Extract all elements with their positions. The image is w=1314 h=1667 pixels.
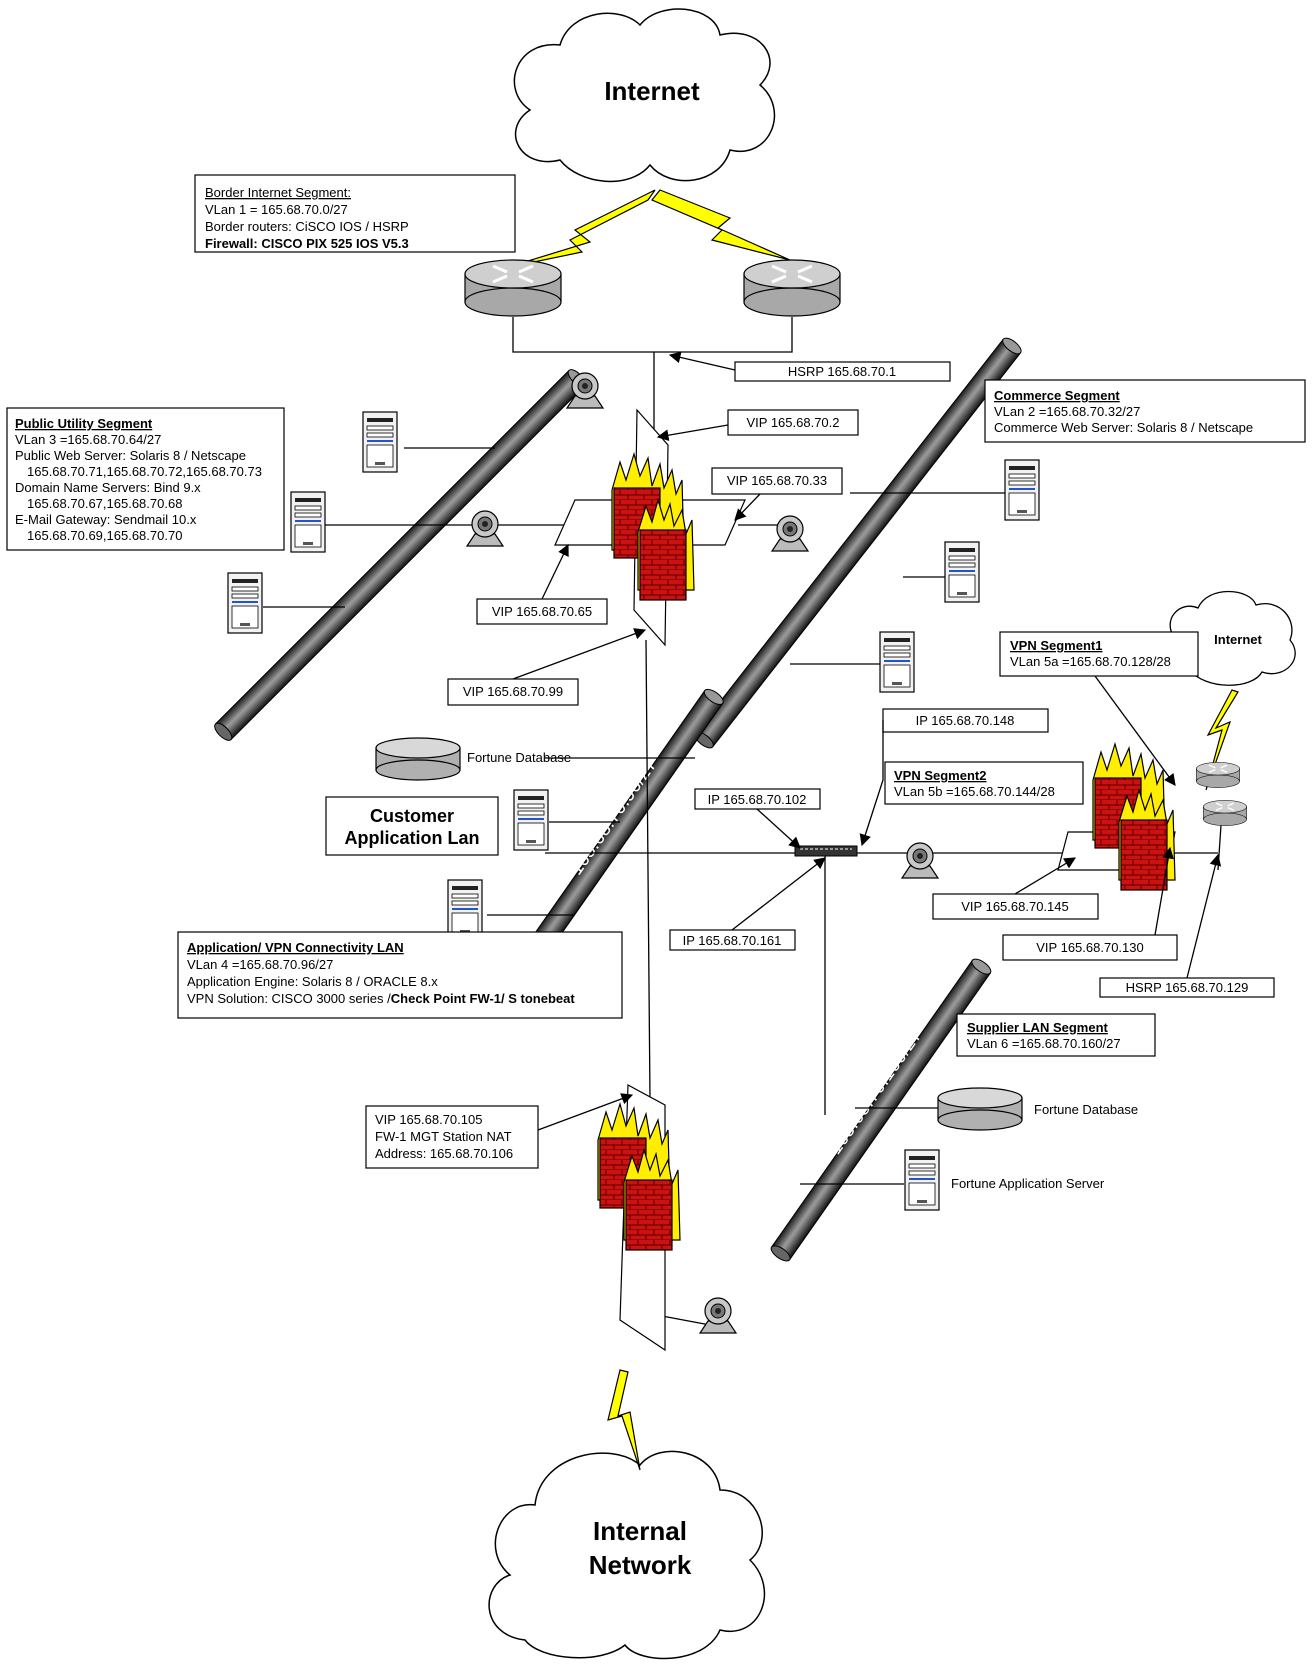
- customer-application-lan-box: Customer Application Lan: [325, 796, 499, 856]
- server-icon-customer: [513, 789, 549, 851]
- database-icon-1: [375, 737, 461, 781]
- server-icon-fortune-app: [904, 1149, 940, 1211]
- camera-icon-5: [699, 1297, 737, 1334]
- database-icon-2: [937, 1087, 1023, 1131]
- svg-text:VIP 165.68.70.105: VIP 165.68.70.105: [375, 1112, 482, 1127]
- svg-text:165.68.70.71,165.68.70.72,165.: 165.68.70.71,165.68.70.72,165.68.70.73: [27, 464, 262, 479]
- svg-text:VIP 165.68.70.2: VIP 165.68.70.2: [746, 415, 839, 430]
- label-ip-148: IP 165.68.70.148: [859, 708, 1049, 847]
- svg-text:VLan 5b =165.68.70.144/28: VLan 5b =165.68.70.144/28: [894, 784, 1055, 799]
- fortune-database-label-1: Fortune Database: [467, 750, 571, 765]
- label-vip-33: VIP 165.68.70.33: [711, 467, 843, 521]
- svg-text:Commerce Web Server: Solaris 8: Commerce Web Server: Solaris 8 / Netscap…: [994, 420, 1253, 435]
- svg-text:FW-1 MGT Station NAT: FW-1 MGT Station NAT: [375, 1129, 512, 1144]
- internet-cloud-label: Internet: [604, 76, 700, 106]
- svg-text:VPN Segment2: VPN Segment2: [894, 768, 986, 783]
- svg-text:VLan 5a =165.68.70.128/28: VLan 5a =165.68.70.128/28: [1010, 654, 1171, 669]
- svg-text:VIP 165.68.70.65: VIP 165.68.70.65: [492, 604, 592, 619]
- server-icon-public-2: [290, 491, 326, 553]
- border-router-icon-2: [742, 258, 842, 318]
- label-vip-145: VIP 165.68.70.145: [932, 857, 1099, 920]
- lightning-bolt-bottom: [607, 1369, 641, 1471]
- svg-text:Customer: Customer: [370, 806, 454, 826]
- svg-text:IP 165.68.70.102: IP 165.68.70.102: [708, 792, 807, 807]
- svg-text:165.68.70.67,165.68.70.68: 165.68.70.67,165.68.70.68: [27, 496, 182, 511]
- svg-text:IP 165.68.70.148: IP 165.68.70.148: [916, 713, 1015, 728]
- svg-text:Address: 165.68.70.106: Address: 165.68.70.106: [375, 1146, 513, 1161]
- svg-text:Border routers: CiSCO IOS / HS: Border routers: CiSCO IOS / HSRP: [205, 219, 409, 234]
- svg-text:VIP 165.68.70.145: VIP 165.68.70.145: [961, 899, 1068, 914]
- vpn-router-icons: [1195, 761, 1248, 827]
- internet-cloud: [513, 8, 776, 183]
- svg-text:VLan 2 =165.68.70.32/27: VLan 2 =165.68.70.32/27: [994, 404, 1140, 419]
- switch-icon: [794, 845, 858, 857]
- border-segment-box: Border Internet Segment: VLan 1 = 165.68…: [194, 174, 516, 253]
- svg-text:Public Utility Segment: Public Utility Segment: [15, 416, 153, 431]
- svg-text:VLan 4 =165.68.70.96/27: VLan 4 =165.68.70.96/27: [187, 957, 333, 972]
- svg-text:165.68.70.69,165.68.70.70: 165.68.70.69,165.68.70.70: [27, 528, 182, 543]
- svg-text:Supplier LAN Segment: Supplier LAN Segment: [967, 1020, 1109, 1035]
- lightning-bolt-right: [651, 189, 791, 261]
- svg-text:HSRP 165.68.70.1: HSRP 165.68.70.1: [788, 364, 896, 379]
- camera-icon-2: [466, 510, 504, 547]
- svg-text:Application Lan: Application Lan: [345, 828, 480, 848]
- server-icon-commerce-3: [879, 631, 915, 693]
- svg-text:VLan 1 = 165.68.70.0/27: VLan 1 = 165.68.70.0/27: [205, 202, 348, 217]
- pipe-app: [520, 688, 724, 968]
- svg-text:VIP 165.68.70.130: VIP 165.68.70.130: [1036, 940, 1143, 955]
- svg-text:Domain Name Servers: Bind 9.x: Domain Name Servers: Bind 9.x: [15, 480, 201, 495]
- svg-text:Commerce Segment: Commerce Segment: [994, 388, 1120, 403]
- svg-text:VLan 6 =165.68.70.160/27: VLan 6 =165.68.70.160/27: [967, 1036, 1121, 1051]
- svg-text:Application Engine: Solaris 8: Application Engine: Solaris 8 / ORACLE 8…: [187, 974, 438, 989]
- svg-text:VIP 165.68.70.33: VIP 165.68.70.33: [727, 473, 827, 488]
- svg-text:IP 165.68.70.161: IP 165.68.70.161: [683, 933, 782, 948]
- svg-text:VPN Solution: CISCO 3000 serie: VPN Solution: CISCO 3000 series /Check P…: [187, 991, 575, 1006]
- arrow-fw1-mgt: [537, 1093, 634, 1131]
- server-icon-public-3: [227, 572, 263, 634]
- camera-icon-3: [771, 515, 809, 552]
- svg-text:Border Internet Segment:: Border Internet Segment:: [205, 185, 351, 200]
- label-vip-99: VIP 165.68.70.99: [447, 628, 647, 706]
- server-icon-app: [447, 879, 483, 941]
- camera-icon-4: [901, 842, 939, 879]
- fw1-mgt-station-box: VIP 165.68.70.105 FW-1 MGT Station NAT A…: [365, 1105, 539, 1169]
- svg-text:VLan 3 =165.68.70.64/27: VLan 3 =165.68.70.64/27: [15, 432, 161, 447]
- internal-network-cloud: [488, 1450, 766, 1660]
- vpn-segment1-box: VPN Segment1 VLan 5a =165.68.70.128/28: [999, 631, 1199, 677]
- pipe-supplier: [770, 958, 992, 1262]
- commerce-segment-box: Commerce Segment VLan 2 =165.68.70.32/27…: [984, 379, 1306, 443]
- server-icon-commerce-2: [944, 541, 980, 603]
- lightning-bolt-left: [504, 189, 656, 269]
- label-hsrp-1: HSRP 165.68.70.1: [668, 351, 951, 382]
- label-vip-65: VIP 165.68.70.65: [476, 543, 608, 625]
- fortune-app-server-label: Fortune Application Server: [951, 1176, 1105, 1191]
- fortune-database-label-2: Fortune Database: [1034, 1102, 1138, 1117]
- svg-text:E-Mail Gateway: Sendmail 10.x: E-Mail Gateway: Sendmail 10.x: [15, 512, 197, 527]
- application-vpn-lan-box: Application/ VPN Connectivity LAN VLan 4…: [177, 931, 623, 1019]
- svg-text:HSRP 165.68.70.129: HSRP 165.68.70.129: [1126, 980, 1249, 995]
- public-utility-segment-box: Public Utility Segment VLan 3 =165.68.70…: [6, 407, 285, 551]
- label-ip-102: IP 165.68.70.102: [694, 788, 821, 849]
- server-icon-public-1: [362, 411, 398, 473]
- label-vip-2: VIP 165.68.70.2: [656, 409, 859, 441]
- svg-text:Firewall: CISCO PIX 525 IOS V5: Firewall: CISCO PIX 525 IOS V5.3: [205, 236, 409, 251]
- svg-text:VPN Segment1: VPN Segment1: [1010, 638, 1102, 653]
- pipe-supplier-label: 165.68.70.160/27: [824, 1025, 926, 1158]
- internal-network-label-1: Internal: [593, 1516, 687, 1546]
- label-ip-161: IP 165.68.70.161: [669, 857, 826, 951]
- vpn-segment2-box: VPN Segment2 VLan 5b =165.68.70.144/28: [884, 761, 1084, 805]
- label-vip-130: VIP 165.68.70.130: [1002, 846, 1178, 961]
- server-icon-commerce-1: [1004, 459, 1040, 521]
- svg-text:Application/ VPN Connectivity: Application/ VPN Connectivity LAN: [187, 940, 404, 955]
- internal-network-label-2: Network: [589, 1550, 692, 1580]
- svg-text:Public Web Server: Solaris 8 /: Public Web Server: Solaris 8 / Netscape: [15, 448, 246, 463]
- supplier-lan-segment-box: Supplier LAN Segment VLan 6 =165.68.70.1…: [956, 1013, 1156, 1057]
- internet-cloud-right-label: Internet: [1214, 632, 1262, 647]
- svg-text:VIP 165.68.70.99: VIP 165.68.70.99: [463, 684, 563, 699]
- border-router-icon-1: [463, 258, 563, 318]
- arrow-vpn1: [1094, 675, 1176, 786]
- label-hsrp-129: HSRP 165.68.70.129: [1099, 853, 1275, 998]
